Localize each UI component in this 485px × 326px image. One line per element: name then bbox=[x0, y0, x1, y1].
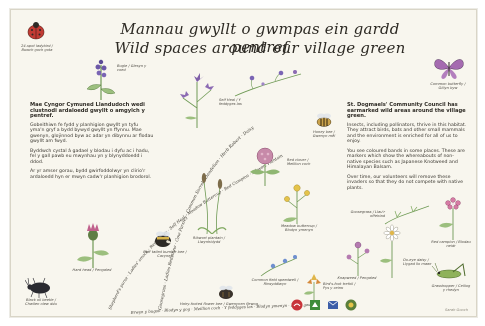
sponsor-logo-2 bbox=[310, 300, 320, 310]
red-clover-illustration bbox=[250, 147, 280, 186]
speedwell-illustration bbox=[260, 255, 298, 277]
meadow-buttercup-illustration bbox=[283, 184, 310, 224]
caption-hard-head: Hard head / Pengaled bbox=[72, 268, 112, 272]
birds-foot-trefoil-illustration bbox=[304, 274, 321, 300]
title-welsh: Mannau gwyllt o gwmpas ein gardd pentref bbox=[120, 20, 400, 56]
caption-campion: Red campion / Blodau neidr bbox=[431, 240, 471, 249]
caption-speedwell: Common field speedwell / Rhwyddlwyn bbox=[251, 278, 299, 287]
caption-self-heal: Self Heal / Y feddyges las bbox=[219, 98, 242, 107]
self-heal-illustration bbox=[180, 73, 214, 128]
caption-bugle: Bugle / Glesyn y coed bbox=[117, 64, 147, 73]
welsh-paragraph-1: Gobeithiwn fe fydd y planhigion gwyllt y… bbox=[30, 122, 154, 145]
welsh-paragraph-2: Byddwch cystal â gadael y blodau i dyfu … bbox=[30, 148, 150, 165]
english-text-block: St. Dogmaels' Community Council has earm… bbox=[347, 102, 467, 195]
caption-goosegrass: Goosegrass / Llau'r offeiriad bbox=[350, 210, 385, 219]
artist-credit: Sarah Gooch bbox=[444, 308, 468, 312]
grasshopper-illustration bbox=[431, 262, 466, 279]
honey-bee-illustration bbox=[316, 113, 332, 127]
caption-buff-tailed-bee: Buff tailed bumble bee / Cacynen bbox=[143, 250, 187, 259]
english-paragraph-1: Insects, including pollinators, thrive i… bbox=[347, 122, 467, 145]
caption-knapweed: Knapweed / Pengaled bbox=[337, 276, 377, 280]
caption-red-clover: Red clover / Meillion coch bbox=[287, 158, 311, 167]
goosegrass-illustration bbox=[384, 205, 430, 225]
bumble-bee-illustration bbox=[155, 231, 171, 247]
caption-ox-eye: Ox-eye daisy / Llygad llo mawr bbox=[403, 258, 432, 267]
caption-ladybird: 24-spot ladybird / Buwch goch gota bbox=[21, 44, 53, 53]
caption-oil-beetle: Black oil beetle / Chwilen olew ddu bbox=[25, 298, 57, 307]
knapweed-illustration bbox=[346, 241, 370, 276]
caption-hairy-footed-bee: Hairy-footed flower bee / Gwenynen flewo… bbox=[179, 302, 259, 306]
ribwort-plantain-illustration bbox=[197, 173, 227, 234]
sponsor-logo-1 bbox=[291, 299, 303, 311]
caption-ribwort: Ribwort plantain / Llwynhidydd bbox=[193, 236, 225, 245]
butterfly-illustration bbox=[434, 59, 464, 79]
campion-illustration bbox=[439, 197, 461, 240]
caption-meadow-buttercup: Meadow buttercup / Blodyn ymenyn bbox=[280, 224, 318, 233]
title-english: Wild spaces around our village green bbox=[114, 39, 406, 57]
cow-vetch-illustration bbox=[234, 70, 302, 97]
bugle-illustration bbox=[86, 59, 116, 100]
sponsor-logos bbox=[291, 298, 361, 312]
caption-birds-foot-trefoil: Bird's-foot trefoil / Pys y ceirw bbox=[323, 282, 356, 291]
oil-beetle-illustration bbox=[25, 277, 50, 298]
welsh-text-block: Mae Cyngor Cymuned Llandudoch wedi clust… bbox=[30, 102, 154, 184]
caption-grasshopper: Grasshopper / Ceiliog y rhedyn bbox=[431, 284, 471, 293]
hairy-footed-bee-illustration bbox=[219, 285, 233, 299]
english-paragraph-2: You see coloured bands in some places. T… bbox=[347, 148, 465, 171]
english-heading: St. Dogmaels' Community Council has earm… bbox=[347, 102, 466, 120]
ladybird-illustration bbox=[27, 22, 45, 40]
ox-eye-daisy-illustration bbox=[380, 224, 401, 278]
caption-honey-bee: Honey bee / Gwenyn mêl bbox=[312, 130, 336, 139]
sponsor-logo-3 bbox=[327, 300, 339, 309]
english-paragraph-3: Over time, our volunteers will remove th… bbox=[347, 174, 464, 191]
information-board: Mannau gwyllt o gwmpas ein gardd pentref… bbox=[10, 9, 477, 317]
sponsor-logo-4 bbox=[345, 299, 357, 311]
welsh-paragraph-3: Ar yr amser gorau, bydd gwirfoddolwyr yn… bbox=[30, 168, 152, 180]
welsh-heading: Mae Cyngor Cymuned Llandudoch wedi clust… bbox=[30, 102, 145, 120]
caption-butterfly: Common butterfly / Glöyn byw bbox=[430, 82, 466, 91]
hard-head-illustration bbox=[77, 223, 109, 268]
